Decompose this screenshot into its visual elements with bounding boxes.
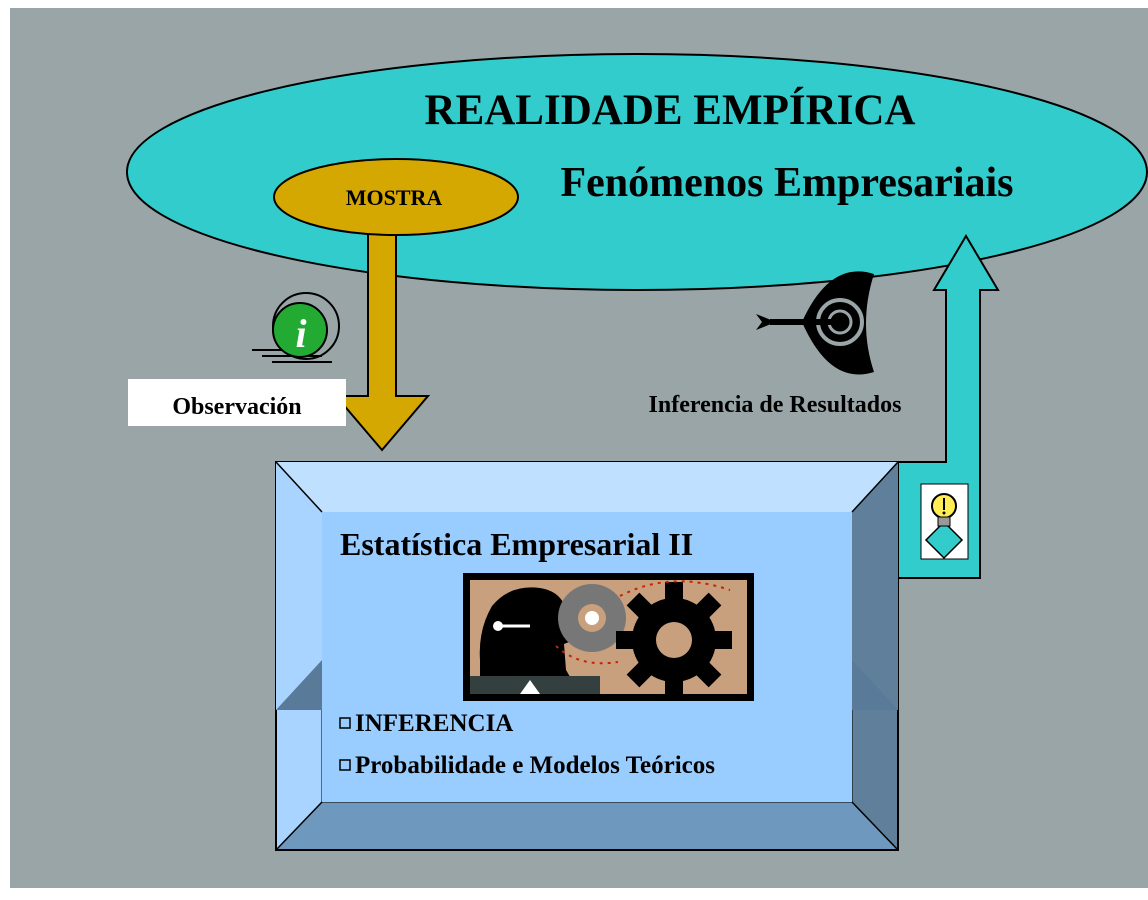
checkbox-bullet-icon bbox=[339, 759, 351, 771]
reality-subtitle: Fenómenos Empresariais bbox=[560, 160, 1013, 206]
info-icon: i bbox=[252, 292, 340, 363]
inference-label: Inferencia de Resultados bbox=[649, 392, 902, 418]
gears-thinking-icon bbox=[463, 573, 754, 701]
svg-text:i: i bbox=[295, 311, 306, 356]
checkbox-bullet-icon bbox=[339, 717, 351, 729]
observation-arrow bbox=[333, 213, 431, 452]
observation-label-box bbox=[128, 379, 346, 426]
sample-label: MOSTRA bbox=[346, 185, 443, 210]
lightbulb-icon bbox=[920, 483, 969, 560]
course-item-label: Probabilidade e Modelos Teóricos bbox=[355, 752, 715, 779]
course-item-label: INFERENCIA bbox=[355, 710, 513, 737]
sample-ellipse bbox=[273, 158, 519, 236]
reality-title: REALIDADE EMPÍRICA bbox=[425, 87, 916, 134]
observation-label: Observación bbox=[172, 394, 301, 420]
course-item-inferencia: INFERENCIA bbox=[339, 710, 513, 737]
course-item-probabilidade: Probabilidade e Modelos Teóricos bbox=[339, 752, 715, 779]
course-title: Estatística Empresarial II bbox=[340, 526, 693, 562]
target-icon bbox=[756, 271, 874, 375]
